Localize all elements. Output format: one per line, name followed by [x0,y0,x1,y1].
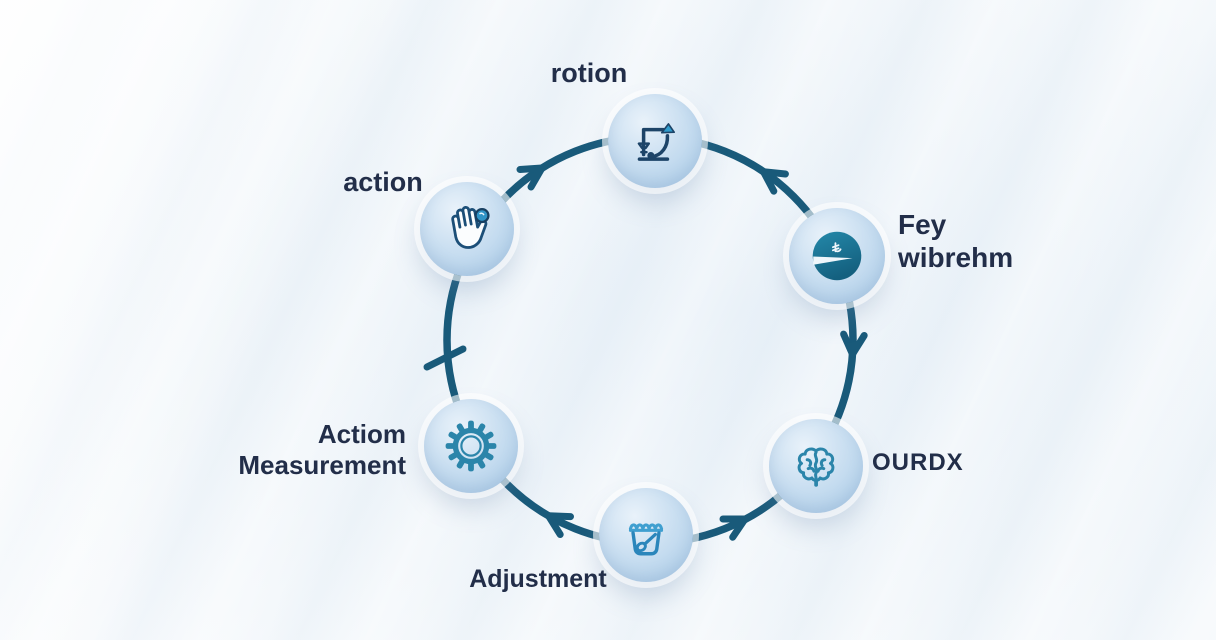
cycle-arrow-right [840,330,868,358]
pie-circle-wedge [813,256,853,265]
node-adjustment-label-line: Adjustment [469,565,607,593]
node-ourdx-label: OURDX [872,449,1072,477]
node-measurement-badge [424,399,518,493]
cycle-tick-left [423,345,467,371]
node-ourdx-label-line: OURDX [872,449,964,476]
node-ourdx-badge [769,419,863,513]
pie-circle-icon [812,231,862,281]
cycle-arrow-top-right [760,168,789,195]
node-fey-label-line2: wibrehm [898,242,1014,274]
node-action-label-line: action [343,167,423,197]
fey-glyph [831,242,842,253]
node-measurement-label: Actiom Measurement [126,419,406,480]
cycle-box-arrow-icon [637,123,675,161]
pot-spoon-icon [628,523,664,556]
node-adjustment-label: Adjustment [428,565,648,595]
node-fey-label: Fey wibrehm [898,208,1118,274]
cycle-arrow-top-left [516,164,546,191]
node-action-label: action [283,167,483,199]
cycle-arrow-bottom-right [719,515,749,541]
node-action-badge [420,182,514,276]
cycle-arrow-bottom-left [545,512,574,538]
hand-badge-dot [474,207,490,224]
node-rotion-label: rotion [489,58,689,90]
node-fey-badge [789,208,885,304]
brain-icon [797,447,835,487]
node-adjustment-badge [599,488,693,582]
node-fey-label-line1: Fey [898,209,947,240]
node-rotion-label-line: rotion [550,58,628,88]
gear-icon [445,420,497,472]
hand-icon [451,206,490,249]
node-rotion-badge [608,94,702,188]
node-measurement-label-line2: Measurement [238,449,406,480]
node-measurement-label-line1: Actiom [317,419,406,449]
